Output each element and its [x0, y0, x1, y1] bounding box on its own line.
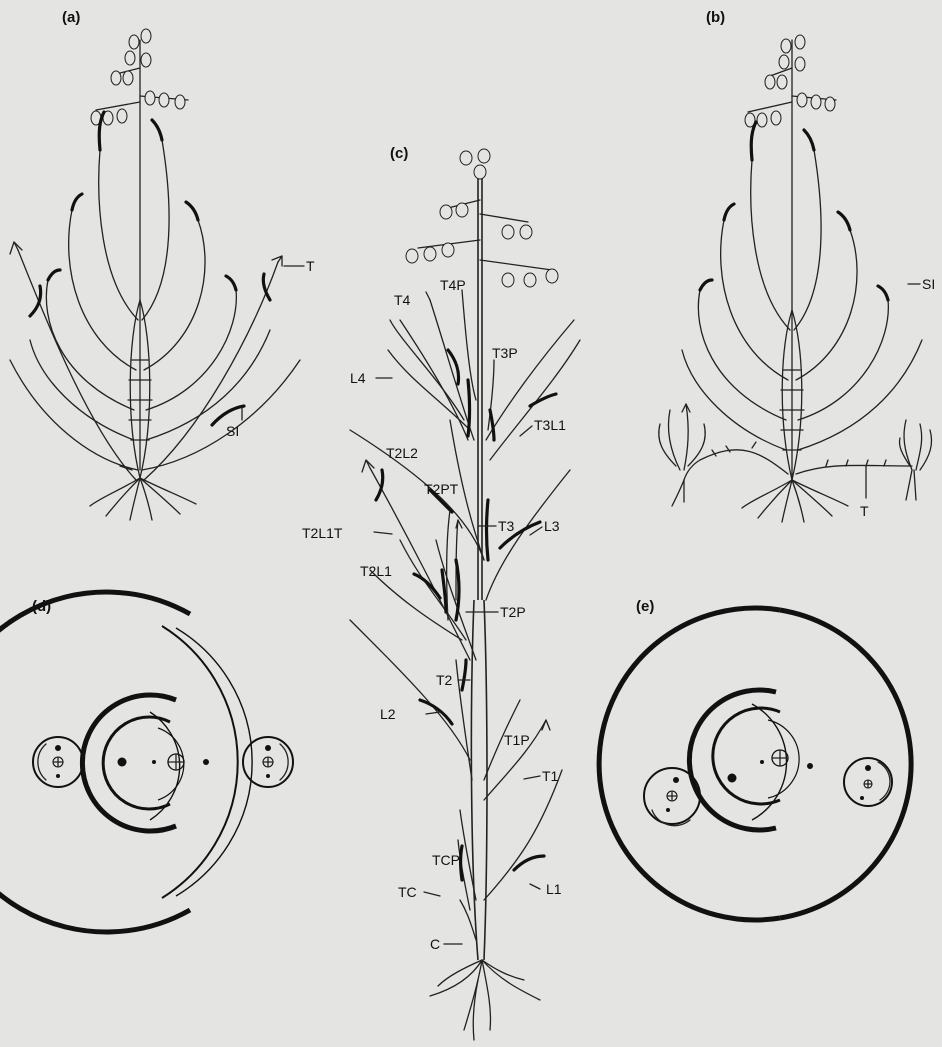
panel-c-tag-t2l1: T2L1 — [360, 563, 392, 579]
panel-a-leaves — [10, 112, 300, 470]
panel-c-label: (c) — [390, 145, 408, 162]
panel-b-panicle — [745, 35, 836, 480]
panel-d: (d) — [0, 592, 293, 932]
panel-c-tag-t1: T1 — [542, 768, 559, 784]
panel-a-tag-t: T — [306, 258, 315, 274]
panel-b-roots — [672, 470, 916, 522]
panel-c-tag-l1: L1 — [546, 881, 562, 897]
panel-d-tiller-left — [33, 737, 83, 787]
panel-b-tag-t: T — [860, 503, 869, 519]
panel-c-roots — [430, 960, 540, 1040]
panel-c-tag-t4p: T4P — [440, 277, 466, 293]
panel-c-tag-t2l1t: T2L1T — [302, 525, 343, 541]
panel-c-tag-tcp: TCP — [432, 852, 460, 868]
panel-a-tag-si: SI — [226, 423, 239, 439]
panel-e-label: (e) — [636, 598, 654, 615]
panel-a: (a) — [10, 9, 315, 520]
panel-e-tiller-right — [844, 758, 892, 806]
panel-c-tag-t2: T2 — [436, 672, 453, 688]
panel-c-tag-l3: L3 — [544, 518, 560, 534]
panel-c-tag-t2p: T2P — [500, 604, 526, 620]
panel-c-tag-t3: T3 — [498, 518, 515, 534]
panel-c-tag-t1p: T1P — [504, 732, 530, 748]
panel-c-tag-l4: L4 — [350, 370, 366, 386]
panel-c-t2-branch — [350, 460, 476, 780]
panel-c-main-culm — [471, 172, 487, 960]
panel-a-label: (a) — [62, 9, 80, 26]
panel-c-tag-t2l2: T2L2 — [386, 445, 418, 461]
panel-c-tag-t3l1: T3L1 — [534, 417, 566, 433]
panel-d-centre — [118, 754, 210, 770]
panel-c: (c) — [302, 145, 580, 1040]
panel-c-tag-t3p: T3P — [492, 345, 518, 361]
panel-c-tag-tc: TC — [398, 884, 417, 900]
panel-b-tag-si: SI — [922, 276, 935, 292]
panel-e: (e) — [599, 598, 911, 920]
panel-c-upper-leaves — [350, 290, 580, 600]
panel-c-tag-l2: L2 — [380, 706, 396, 722]
panel-b-rhizome-tillers — [659, 404, 932, 498]
panel-b-label: (b) — [706, 9, 725, 26]
panel-c-tag-t2pt: T2PT — [424, 481, 459, 497]
panel-e-centre — [728, 750, 814, 783]
panel-b: (b) — [659, 9, 935, 522]
panel-a-roots — [90, 466, 196, 520]
panel-c-tag-c: C — [430, 936, 440, 952]
panel-e-rings — [599, 608, 911, 920]
panel-d-tiller-right — [243, 737, 293, 787]
panel-c-tag-t4: T4 — [394, 292, 411, 308]
panel-a-tillers — [10, 242, 304, 480]
panel-e-tiller-left — [644, 768, 700, 826]
